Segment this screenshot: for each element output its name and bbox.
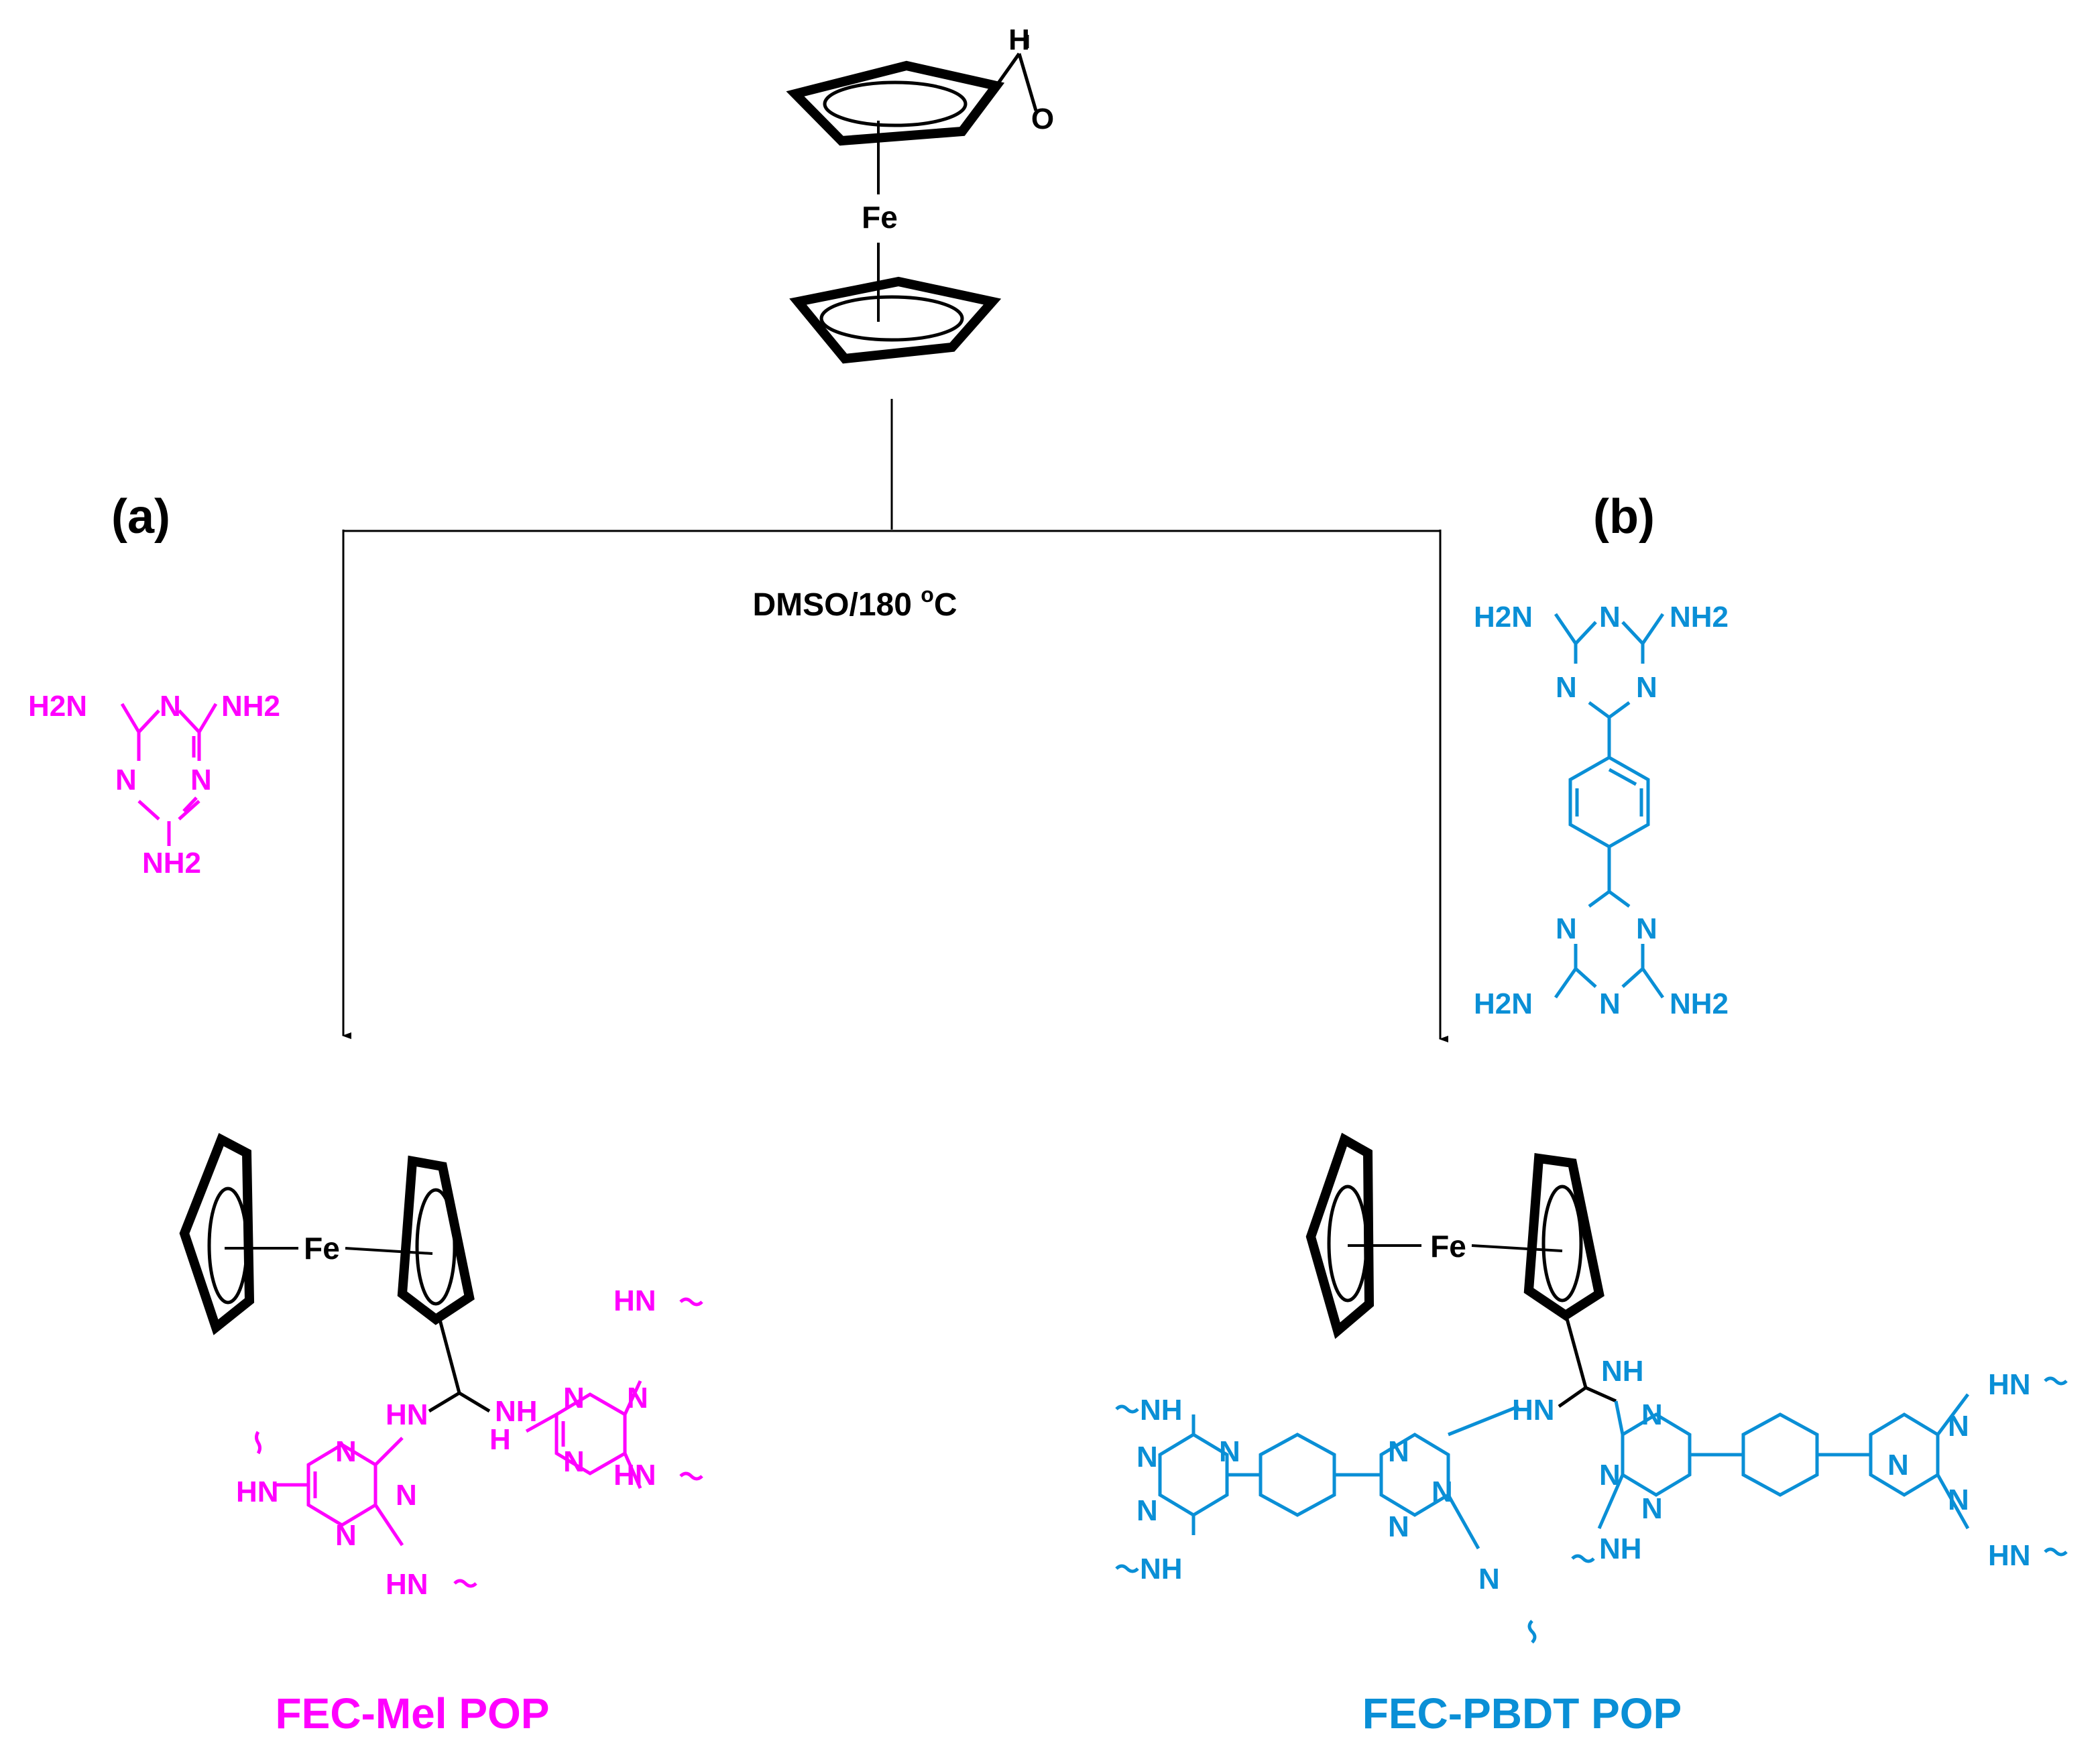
- product-a-n6: N: [335, 1519, 357, 1552]
- product-b-name: FEC-PBDT POP: [1362, 1689, 1682, 1738]
- product-a-name: FEC-Mel POP: [276, 1689, 550, 1738]
- product-b-nh-lower: NH: [1599, 1532, 1642, 1565]
- product-b-ferrocene: Fe: [1305, 1132, 1617, 1408]
- fe-label-reactant: Fe: [862, 200, 898, 235]
- melamine-nh2-right: NH2: [221, 690, 280, 723]
- product-b-nh-center: NH: [1601, 1355, 1644, 1388]
- product-b-hn-right-bottom: HN: [1988, 1539, 2031, 1572]
- pbdt-monomer: [1554, 613, 1665, 999]
- melamine-nh2-left: H2N: [28, 690, 87, 723]
- product-a-triazine-network: [255, 1297, 703, 1588]
- panel-b-label: (b): [1593, 490, 1655, 544]
- pbdt-nh2-top: NH2: [1670, 601, 1729, 633]
- fe-label-product-b: Fe: [1430, 1229, 1466, 1264]
- bottom-cp-ring: [789, 276, 1002, 364]
- product-b-n-bridge: N: [1478, 1563, 1500, 1595]
- product-a-n2: N: [627, 1382, 648, 1414]
- reaction-conditions: DMSO/180 oC: [753, 583, 957, 623]
- aldehyde-h-label: H: [1008, 23, 1030, 56]
- melamine-monomer: [120, 703, 218, 846]
- product-a-nh-link: NH: [495, 1395, 538, 1428]
- product-a-n1: N: [563, 1382, 585, 1414]
- product-b-hn-center: HN: [1512, 1394, 1555, 1427]
- product-b-n-c2: N: [1599, 1459, 1621, 1492]
- product-a-n4: N: [335, 1435, 357, 1468]
- product-a-hn-right: HN: [614, 1459, 656, 1492]
- product-a-hn-top: HN: [614, 1284, 656, 1317]
- pbdt-ring-n-bl: N: [1556, 912, 1577, 945]
- product-b-n-c1: N: [1641, 1398, 1663, 1431]
- pbdt-ring-n-br: N: [1636, 912, 1657, 945]
- product-b-hn-right-top: HN: [1988, 1368, 2031, 1401]
- top-cp-ring: [786, 60, 1005, 146]
- product-b-n-a1: N: [1136, 1441, 1158, 1473]
- product-a-hn-link: HN: [386, 1398, 428, 1431]
- product-b-n-d1: N: [1948, 1410, 1969, 1443]
- product-a-hn-bottom: HN: [386, 1568, 428, 1601]
- ferrocenecarboxaldehyde: H O Fe: [786, 23, 1054, 364]
- product-b-n-b1: N: [1388, 1435, 1409, 1468]
- panel-a-label: (a): [111, 490, 170, 544]
- pbdt-h2n-top: H2N: [1474, 601, 1533, 633]
- pbdt-ring-n-tr: N: [1636, 671, 1657, 704]
- melamine-ring-n3: N: [190, 764, 212, 796]
- product-b-n-d3: N: [1948, 1484, 1969, 1516]
- melamine-ring-n2: N: [115, 764, 137, 796]
- product-b-n-a3: N: [1219, 1435, 1240, 1468]
- product-b-n-d2: N: [1887, 1449, 1909, 1482]
- product-b-n-b2: N: [1432, 1475, 1453, 1508]
- pbdt-h2n-bottom: H2N: [1474, 987, 1533, 1020]
- product-b-nh-left-bottom: NH: [1140, 1553, 1183, 1585]
- product-b-n-b3: N: [1388, 1510, 1409, 1543]
- fe-label-product-a: Fe: [304, 1231, 340, 1266]
- aldehyde-group: H O: [994, 23, 1054, 135]
- product-a-n5: N: [396, 1479, 417, 1512]
- melamine-ring-n1: N: [160, 690, 181, 723]
- product-a-hn-left: HN: [236, 1475, 279, 1508]
- product-b-triazine-network: [1115, 1376, 2068, 1644]
- pbdt-ring-n-bottom: N: [1599, 987, 1621, 1020]
- pbdt-ring-n-top: N: [1599, 601, 1621, 633]
- product-a-n3: N: [563, 1445, 585, 1478]
- product-a-ferrocene: Fe: [179, 1133, 491, 1413]
- product-b-n-a2: N: [1136, 1494, 1158, 1527]
- aldehyde-o-label: O: [1031, 103, 1054, 135]
- pbdt-ring-n-tl: N: [1556, 671, 1577, 704]
- product-b-nh-left-top: NH: [1140, 1394, 1183, 1427]
- pbdt-nh2-bottom: NH2: [1670, 987, 1729, 1020]
- melamine-nh2-bottom: NH2: [142, 847, 201, 880]
- product-b-n-c3: N: [1641, 1492, 1663, 1525]
- reaction-arrows: [342, 399, 1448, 1042]
- product-a-h-link: H: [489, 1423, 511, 1456]
